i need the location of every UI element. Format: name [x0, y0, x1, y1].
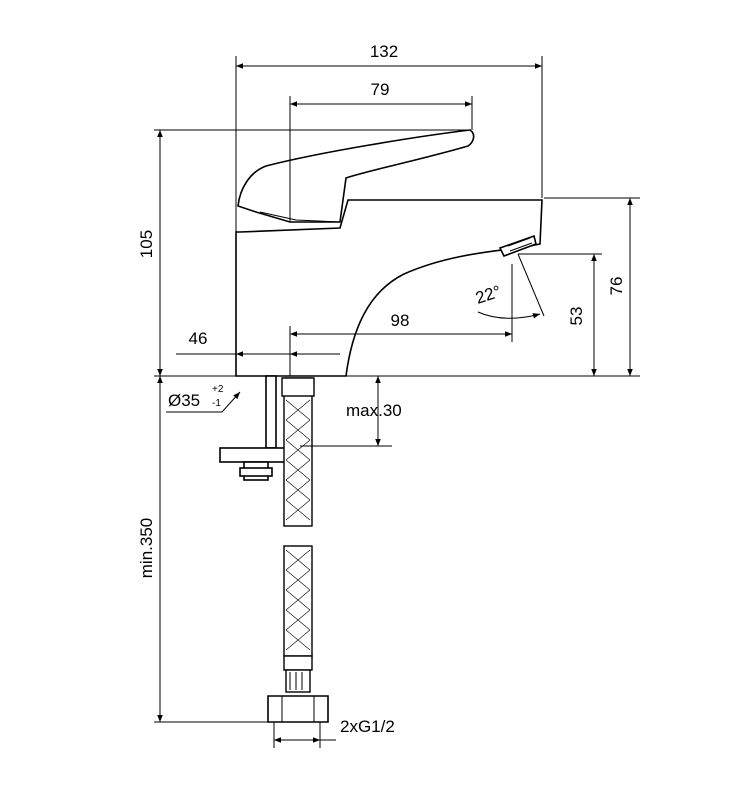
supply-hose-lower [267, 545, 329, 723]
dim-hole-diameter: Ø35 [168, 391, 200, 410]
dim-spout-reach: 98 [391, 311, 410, 330]
dim-lever-reach: 79 [371, 80, 390, 99]
hole-tolerance-lower: -1 [212, 398, 221, 409]
dim-hose-length: min.350 [137, 518, 156, 578]
dim-max-deck-thickness: max.30 [346, 401, 402, 420]
dim-flow-angle: 22° [473, 282, 503, 308]
hole-diameter-value: Ø35 [168, 391, 200, 410]
hole-tolerance-upper: +2 [212, 384, 224, 395]
dimension-lines [157, 63, 633, 743]
dim-outlet-clearance: 53 [567, 307, 586, 326]
dim-overall-depth: 132 [370, 42, 398, 61]
dimension-labels: 132 79 105 76 53 98 46 22° Ø35 +2 -1 max… [137, 42, 626, 736]
lever-handle [237, 129, 475, 223]
aerator-outlet [498, 234, 537, 258]
dim-base-offset: 46 [189, 329, 208, 348]
dim-spout-height: 76 [607, 277, 626, 296]
dim-connection-thread: 2xG1/2 [340, 717, 395, 736]
supply-hose-upper [281, 377, 315, 527]
dim-total-height: 105 [137, 230, 156, 258]
